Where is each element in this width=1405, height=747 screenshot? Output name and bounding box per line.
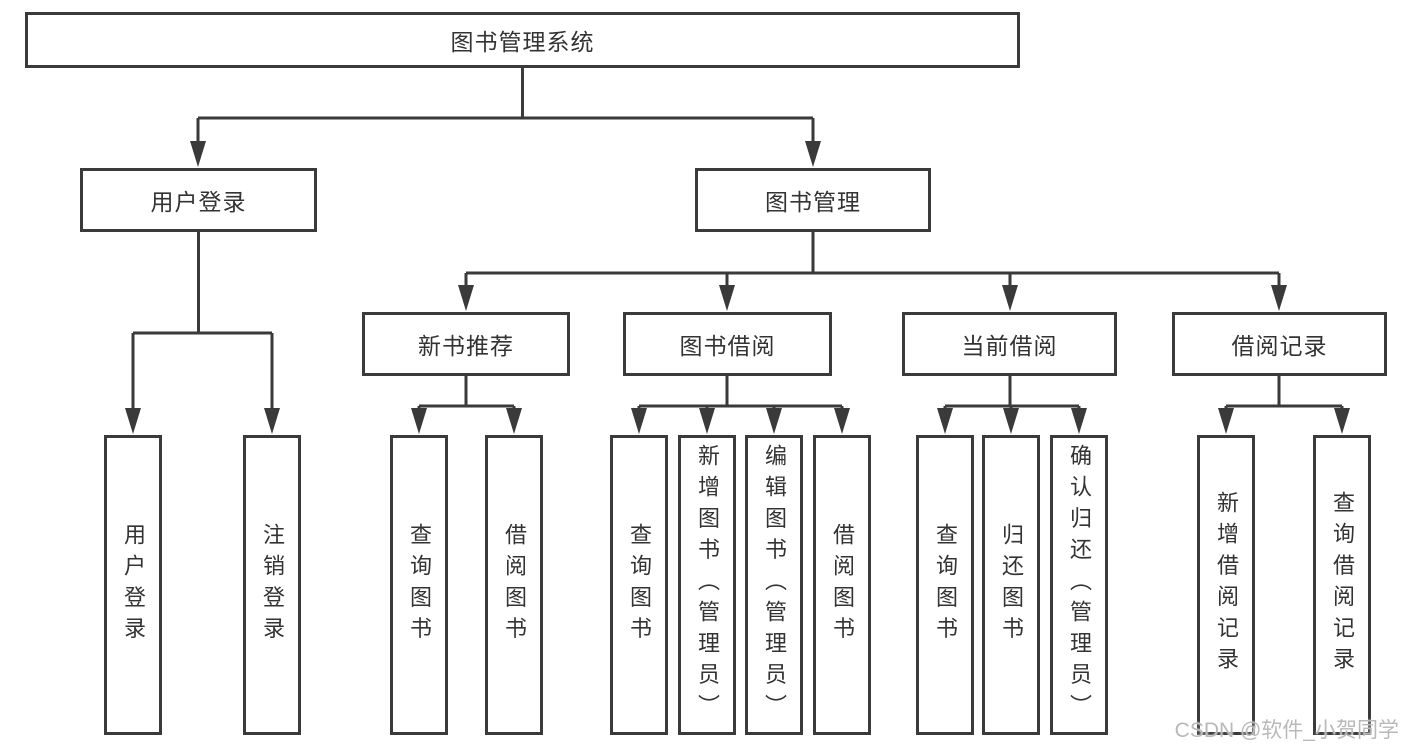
leaf-confirm-return-admin: 确认归还（管理员） xyxy=(1050,435,1108,735)
leaf-confirm-return-admin-label: 确认归还（管理员） xyxy=(1067,444,1092,726)
arrowheads xyxy=(125,141,1350,434)
arrowhead xyxy=(506,408,522,434)
leaf-borrow-books-recommend-label: 借阅图书 xyxy=(502,522,527,648)
leaf-query-books-current: 查询图书 xyxy=(916,435,974,735)
node-new-book-recommend-label: 新书推荐 xyxy=(418,333,514,359)
node-current-borrowing-label: 当前借阅 xyxy=(961,333,1058,359)
arrowhead xyxy=(699,408,715,434)
leaf-query-books-borrowing-label: 查询图书 xyxy=(627,522,652,648)
leaf-edit-book-admin-label: 编辑图书（管理员） xyxy=(762,444,787,726)
leaf-borrow-books-borrowing: 借阅图书 xyxy=(813,435,871,735)
arrowhead xyxy=(1334,408,1350,434)
arrowhead xyxy=(766,408,782,434)
arrowhead xyxy=(1002,285,1018,311)
arrowhead xyxy=(125,408,141,434)
node-book-borrowing: 图书借阅 xyxy=(623,312,832,376)
arrowhead xyxy=(834,408,850,434)
arrowhead xyxy=(1218,408,1234,434)
node-new-book-recommend: 新书推荐 xyxy=(362,312,570,376)
leaf-add-borrow-record-label: 新增借阅记录 xyxy=(1214,491,1239,679)
node-user-login-label: 用户登录 xyxy=(150,189,247,215)
leaf-add-book-admin: 新增图书（管理员） xyxy=(678,435,736,735)
arrowhead xyxy=(458,285,474,311)
leaf-query-borrow-record-label: 查询借阅记录 xyxy=(1330,491,1355,679)
leaf-query-books-recommend-label: 查询图书 xyxy=(407,522,432,648)
node-book-management: 图书管理 xyxy=(695,168,931,232)
leaf-return-books-label: 归还图书 xyxy=(999,522,1024,648)
node-book-borrowing-label: 图书借阅 xyxy=(679,333,776,359)
arrowhead xyxy=(1003,408,1019,434)
leaf-logout: 注销登录 xyxy=(243,435,301,735)
leaf-borrow-books-borrowing-label: 借阅图书 xyxy=(830,522,855,648)
leaf-user-login-label: 用户登录 xyxy=(121,522,146,648)
arrowhead xyxy=(411,408,427,434)
node-borrowing-records: 借阅记录 xyxy=(1172,312,1387,376)
arrowhead xyxy=(631,408,647,434)
node-library-system: 图书管理系统 xyxy=(25,12,1020,68)
leaf-query-books-current-label: 查询图书 xyxy=(933,522,958,648)
arrowhead xyxy=(1271,285,1287,311)
leaf-edit-book-admin: 编辑图书（管理员） xyxy=(745,435,803,735)
leaf-add-book-admin-label: 新增图书（管理员） xyxy=(695,444,720,726)
arrowhead xyxy=(1071,408,1087,434)
leaf-add-borrow-record: 新增借阅记录 xyxy=(1197,435,1255,735)
leaf-query-books-borrowing: 查询图书 xyxy=(610,435,668,735)
node-library-system-label: 图书管理系统 xyxy=(450,29,595,55)
node-user-login: 用户登录 xyxy=(80,168,317,232)
node-borrowing-records-label: 借阅记录 xyxy=(1231,333,1328,359)
leaf-borrow-books-recommend: 借阅图书 xyxy=(485,435,543,735)
arrowhead xyxy=(719,285,735,311)
leaf-user-login: 用户登录 xyxy=(104,435,162,735)
node-book-management-label: 图书管理 xyxy=(765,189,861,215)
leaf-query-books-recommend: 查询图书 xyxy=(390,435,448,735)
arrowhead xyxy=(190,141,206,167)
arrowhead xyxy=(805,141,821,167)
arrowhead xyxy=(264,408,280,434)
arrowhead xyxy=(937,408,953,434)
leaf-logout-label: 注销登录 xyxy=(260,522,285,648)
watermark: CSDN @软件_小贺同学 xyxy=(1174,719,1399,742)
node-current-borrowing: 当前借阅 xyxy=(902,312,1117,376)
leaf-return-books: 归还图书 xyxy=(982,435,1040,735)
leaf-query-borrow-record: 查询借阅记录 xyxy=(1313,435,1371,735)
